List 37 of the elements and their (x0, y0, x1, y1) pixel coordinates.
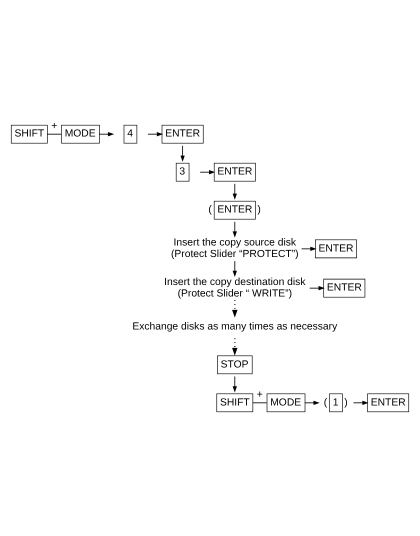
arrow (232, 182, 237, 200)
arrow (232, 376, 237, 392)
arrow (200, 170, 216, 174)
arrow (180, 144, 185, 162)
node-box: 3 (176, 162, 190, 182)
node-label: ) (344, 396, 348, 408)
connector (252, 402, 268, 403)
node-box: SHIFT (216, 392, 254, 412)
arrow (232, 260, 237, 276)
node-box: 1 (329, 392, 343, 412)
arrow (353, 400, 369, 404)
connector (46, 133, 62, 134)
edge-label: + (51, 120, 58, 132)
node-text: Insert the copy destination disk (Protect Slider “ WRITE”) (164, 276, 306, 299)
node-label: ( (208, 204, 212, 216)
node-box: ENTER (323, 278, 366, 297)
arrow (301, 246, 317, 251)
node-text: Insert the copy source disk (Protect Slider “PROTECT”) (171, 237, 299, 260)
node-box: SHIFT (10, 124, 48, 144)
arrow (232, 300, 238, 318)
arrow (309, 285, 325, 290)
arrow (232, 338, 238, 356)
node-box: 4 (124, 124, 138, 144)
edge-label: + (256, 389, 263, 400)
arrow (148, 132, 164, 136)
node-text: Exchange disks as many times as necessary (132, 320, 338, 332)
node-box: ENTER (214, 200, 256, 220)
node-box: ENTER (214, 162, 256, 182)
node-box: ENTER (162, 124, 204, 144)
node-box: MODE (266, 392, 306, 412)
node-box: ENTER (367, 392, 410, 412)
node-box: ENTER (315, 239, 357, 258)
node-label: ) (257, 204, 261, 216)
arrow (232, 220, 237, 238)
node-box: MODE (61, 124, 100, 144)
node-box: STOP (217, 354, 253, 374)
node-label: ( (324, 396, 328, 408)
